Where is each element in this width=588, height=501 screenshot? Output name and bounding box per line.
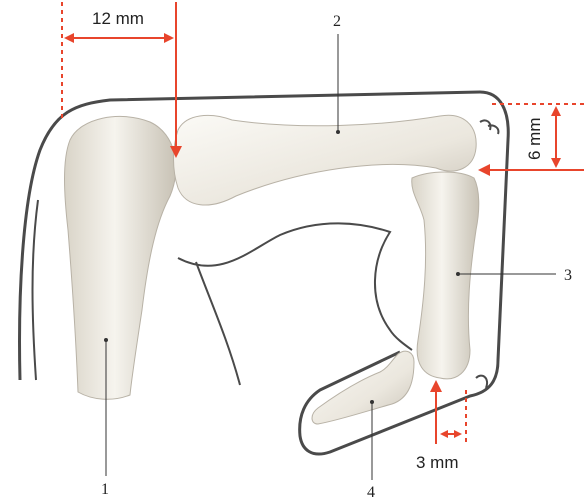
palm-crease (196, 262, 240, 385)
dim-6mm-up-arrowhead (551, 106, 561, 116)
label-4: 4 (367, 484, 375, 501)
leader-4-dot (370, 400, 374, 404)
leader-1-dot (104, 338, 108, 342)
dim-6mm-label: 6 mm (525, 118, 544, 161)
label-2: 2 (333, 13, 341, 30)
dim-12mm-right-arrowhead (164, 33, 174, 43)
palm-contour (178, 223, 412, 350)
dim-6mm-down-arrowhead (551, 158, 561, 168)
dim-3mm-up-arrowhead (430, 380, 442, 392)
leader-3-dot (456, 272, 460, 276)
bone-3 (412, 172, 479, 379)
label-3: 3 (564, 267, 572, 284)
dim-6mm-left-arrowhead (478, 164, 490, 176)
dim-3mm-label: 3 mm (416, 453, 459, 472)
bone-1 (65, 116, 176, 399)
dim-3mm-right-arrowhead (454, 430, 462, 438)
tick-marks-bottom (476, 376, 487, 388)
dim-3mm-left-arrowhead (440, 430, 448, 438)
label-1: 1 (101, 481, 109, 498)
dim-12mm-left-arrowhead (64, 33, 74, 43)
dim-12mm-label: 12 mm (92, 9, 144, 28)
tick-marks-top (480, 120, 498, 134)
wrist-line (33, 200, 39, 380)
leader-2-dot (336, 130, 340, 134)
